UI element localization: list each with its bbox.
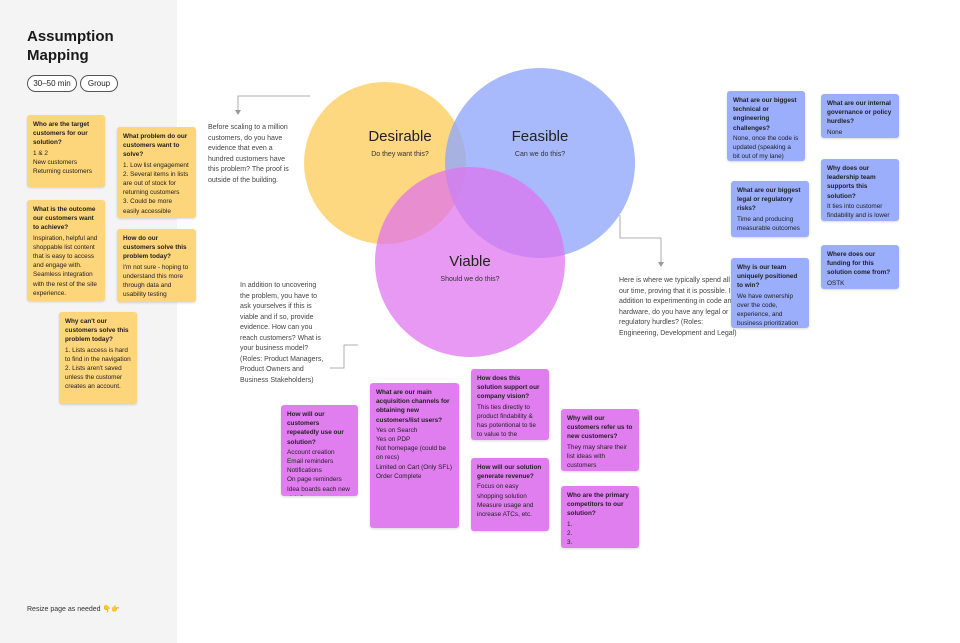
note-answer: OSTK [827,279,845,287]
viable-circle [375,167,565,357]
note-question: Who are the primary competitors to our s… [567,492,629,518]
connector-lines [237,95,662,369]
feasible-label: Feasible Can we do this? [480,128,600,158]
sidebar: Assumption Mapping 30–50 min Group Resiz… [0,0,177,643]
sticky-note-acquisition-channels[interactable]: What are our main acquisition channels f… [370,383,459,528]
note-question: What are our biggest legal or regulatory… [737,187,801,213]
page-title: Assumption Mapping [27,28,114,64]
sticky-note-funding-source[interactable]: Where does our funding for this solution… [821,245,899,289]
desirable-connector [237,95,310,110]
sticky-note-governance-hurdles[interactable]: What are our internal governance or poli… [821,94,899,138]
viable-subtitle: Should we do this? [440,276,500,283]
desirable-annotation: Before scaling to a million customers, d… [208,124,289,184]
note-question: What is the outcome our customers want t… [33,206,96,232]
note-answer: This ties directly to product findabilit… [477,403,536,439]
note-question: Why is our team uniquely positioned to w… [737,264,798,290]
sticky-note-uniquely-positioned[interactable]: Why is our team uniquely positioned to w… [731,258,809,328]
feasible-annotation: Here is where we typically spend all of … [619,277,738,337]
desirable-label: Desirable Do they want this? [340,128,460,158]
sticky-note-solve-today[interactable]: How do our customers solve this problem … [117,229,196,302]
note-answer: They may share their list ideas with cus… [567,443,628,470]
feasible-title: Feasible [511,128,569,145]
resize-hint: Resize page as needed 👇👉 [27,606,120,613]
note-question: What are our biggest technical or engine… [733,97,797,132]
sticky-note-competitors[interactable]: Who are the primary competitors to our s… [561,486,639,548]
note-question: Why can't our customers solve this probl… [65,318,129,344]
note-question: How does this solution support our compa… [477,375,540,401]
desirable-title: Desirable [368,128,432,145]
note-question: How do our customers solve this problem … [123,235,187,261]
feasible-subtitle: Can we do this? [514,151,566,158]
note-answer: Account creation Email reminders Notific… [287,448,350,496]
note-answer: Focus on easy shopping solution Measure … [477,483,534,519]
note-question: Where does our funding for this solution… [827,251,891,277]
note-question: What are our main acquisition channels f… [376,389,450,424]
feasible-arrow [658,262,664,267]
sticky-note-company-vision[interactable]: How does this solution support our compa… [471,369,549,440]
group-pill: Group [80,75,118,92]
note-answer: It ties into customer findability and is… [827,202,890,220]
sticky-note-technical-challenges[interactable]: What are our biggest technical or engine… [727,91,805,161]
sticky-note-target-customers[interactable]: Who are the target customers for our sol… [27,115,105,187]
note-answer: I'm not sure - hoping to understand this… [123,263,189,299]
note-answer: Yes on Search Yes on PDP Not homepage (c… [376,426,453,480]
sticky-note-repeat-usage[interactable]: How will our customers repeatedly use ou… [281,405,358,496]
sticky-note-referrals[interactable]: Why will our customers refer us to new c… [561,409,639,471]
sticky-note-customer-outcome[interactable]: What is the outcome our customers want t… [27,200,105,301]
note-answer: None [827,128,843,136]
note-question: Why does our leadership team supports th… [827,165,876,200]
note-answer: Inspiration, helpful and shoppable list … [33,234,98,297]
sticky-note-leadership-support[interactable]: Why does our leadership team supports th… [821,159,899,221]
note-question: Who are the target customers for our sol… [33,121,90,147]
note-answer: 1. Lists access is hard to find in the n… [65,346,131,391]
viable-label: Viable Should we do this? [410,253,530,283]
viable-annotation: In addition to uncovering the problem, y… [240,282,324,384]
note-answer: 1 & 2 New customers Returning customers [33,149,92,176]
note-question: How will our customers repeatedly use ou… [287,411,344,446]
note-answer: None, once the code is updated (speaking… [733,134,799,161]
feasible-connector [619,215,662,262]
note-question: What problem do our customers want to so… [123,133,188,159]
duration-pill: 30–50 min [27,75,77,92]
sticky-note-why-cant-solve[interactable]: Why can't our customers solve this probl… [59,312,137,404]
viable-connector [330,344,358,369]
note-answer: We have ownership over the code, experie… [737,292,799,328]
note-question: What are our internal governance or poli… [827,100,892,126]
sticky-note-legal-risks[interactable]: What are our biggest legal or regulatory… [731,181,809,237]
note-answer: 1. 2. 3. [567,520,573,547]
note-answer: 1. Low list engagement 2. Several items … [123,161,189,215]
sticky-note-revenue[interactable]: How will our solution generate revenue? … [471,458,549,531]
viable-title: Viable [449,253,491,270]
desirable-subtitle: Do they want this? [371,151,429,158]
sticky-note-customer-problem[interactable]: What problem do our customers want to so… [117,127,196,218]
note-question: Why will our customers refer us to new c… [567,415,633,441]
desirable-arrow [235,110,241,115]
note-answer: Time and producing measurable outcomes [737,215,800,232]
note-question: How will our solution generate revenue? [477,464,542,481]
